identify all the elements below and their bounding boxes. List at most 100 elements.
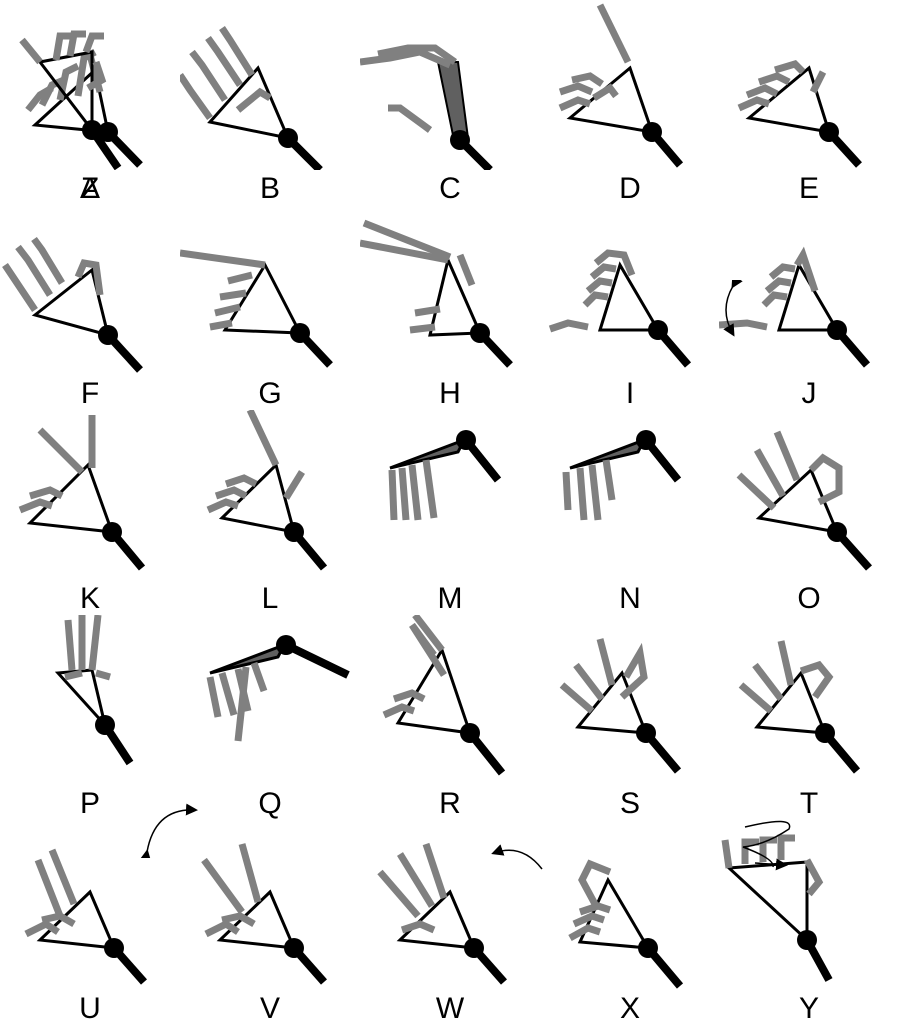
hand-sign-e: E [719,0,899,205]
hand-sign-b: B [180,0,360,205]
palm-outline [30,465,112,532]
wrist-joint [104,938,124,958]
letter-label: X [540,994,720,1024]
hand-diagram [719,205,899,375]
hand-sign-s: S [540,615,720,820]
wrist-joint [95,715,115,735]
palm-outline [438,62,468,140]
finger [585,295,608,305]
finger [242,844,258,902]
finger [576,665,602,699]
finger [594,88,616,98]
finger [180,253,265,265]
hand-diagram [0,410,180,580]
finger [572,76,602,84]
finger [764,295,787,305]
hand-sign-z: Z [0,0,180,205]
hand-sign-o: O [719,410,899,615]
hand-diagram [180,205,360,375]
palm-outline [400,892,474,948]
wrist-joint [278,128,298,148]
arrow-y-z-icon [735,815,805,875]
wrist-joint [797,930,817,950]
finger [206,924,238,934]
letter-label: R [360,789,540,819]
hand-sign-q: Q [180,615,360,820]
finger [588,281,612,291]
hand-sign-n: N [540,410,720,615]
finger [402,924,434,930]
forearm [286,645,348,675]
hand-diagram [0,0,180,170]
hand-diagram [180,410,360,580]
finger [775,64,803,72]
finger [388,108,430,130]
finger [460,255,472,285]
forearm [646,440,678,480]
hand-diagram [719,0,899,170]
finger [767,281,791,291]
finger [228,275,252,281]
finger [777,432,797,480]
hand-sign-p: P [0,615,180,820]
finger [600,5,628,62]
hand-diagram [360,0,540,170]
finger [622,653,644,697]
arrow-u-v-icon [135,798,205,858]
hand-sign-i: I [540,205,720,410]
finger [741,685,771,711]
finger [600,639,612,685]
finger [592,267,616,277]
letter-label: N [540,584,720,614]
finger [22,40,40,62]
hand-sign-x: X [540,820,720,1025]
finger [725,840,729,868]
letter-label: G [180,379,360,409]
finger [180,75,210,118]
wrist-joint [284,522,304,542]
letter-label: L [180,584,360,614]
finger [410,327,435,330]
finger [226,478,256,484]
finger [797,255,815,291]
finger [92,615,98,670]
palm-outline [222,465,294,532]
finger [40,430,82,472]
finger [755,665,781,699]
letter-label: U [0,994,180,1024]
letter-label: H [360,379,540,409]
wrist-joint [638,938,658,958]
finger [739,475,774,508]
finger [394,693,424,699]
wrist-joint [460,723,480,743]
finger [566,472,568,510]
finger [360,52,450,65]
finger [759,76,789,82]
hand-sign-h: H [360,205,540,410]
finger [412,465,418,520]
finger [606,460,612,500]
hand-diagram [180,820,360,990]
finger [592,465,598,520]
finger [415,309,440,313]
wrist-joint [827,522,847,542]
letter-label: Y [719,994,899,1024]
finger [757,450,783,496]
finger [216,490,246,496]
finger [68,620,72,670]
finger [210,677,218,717]
finger [813,72,823,92]
wrist-joint [827,320,847,340]
letter-label: J [719,379,899,409]
hand-diagram [360,205,540,375]
hand-diagram [180,615,360,785]
letter-label: W [360,994,540,1024]
hand-sign-r: R [360,615,540,820]
hand-sign-d: D [540,0,720,205]
finger [392,470,394,520]
finger [781,641,791,685]
finger [96,673,110,677]
letter-label: I [540,379,720,409]
finger [580,468,584,520]
